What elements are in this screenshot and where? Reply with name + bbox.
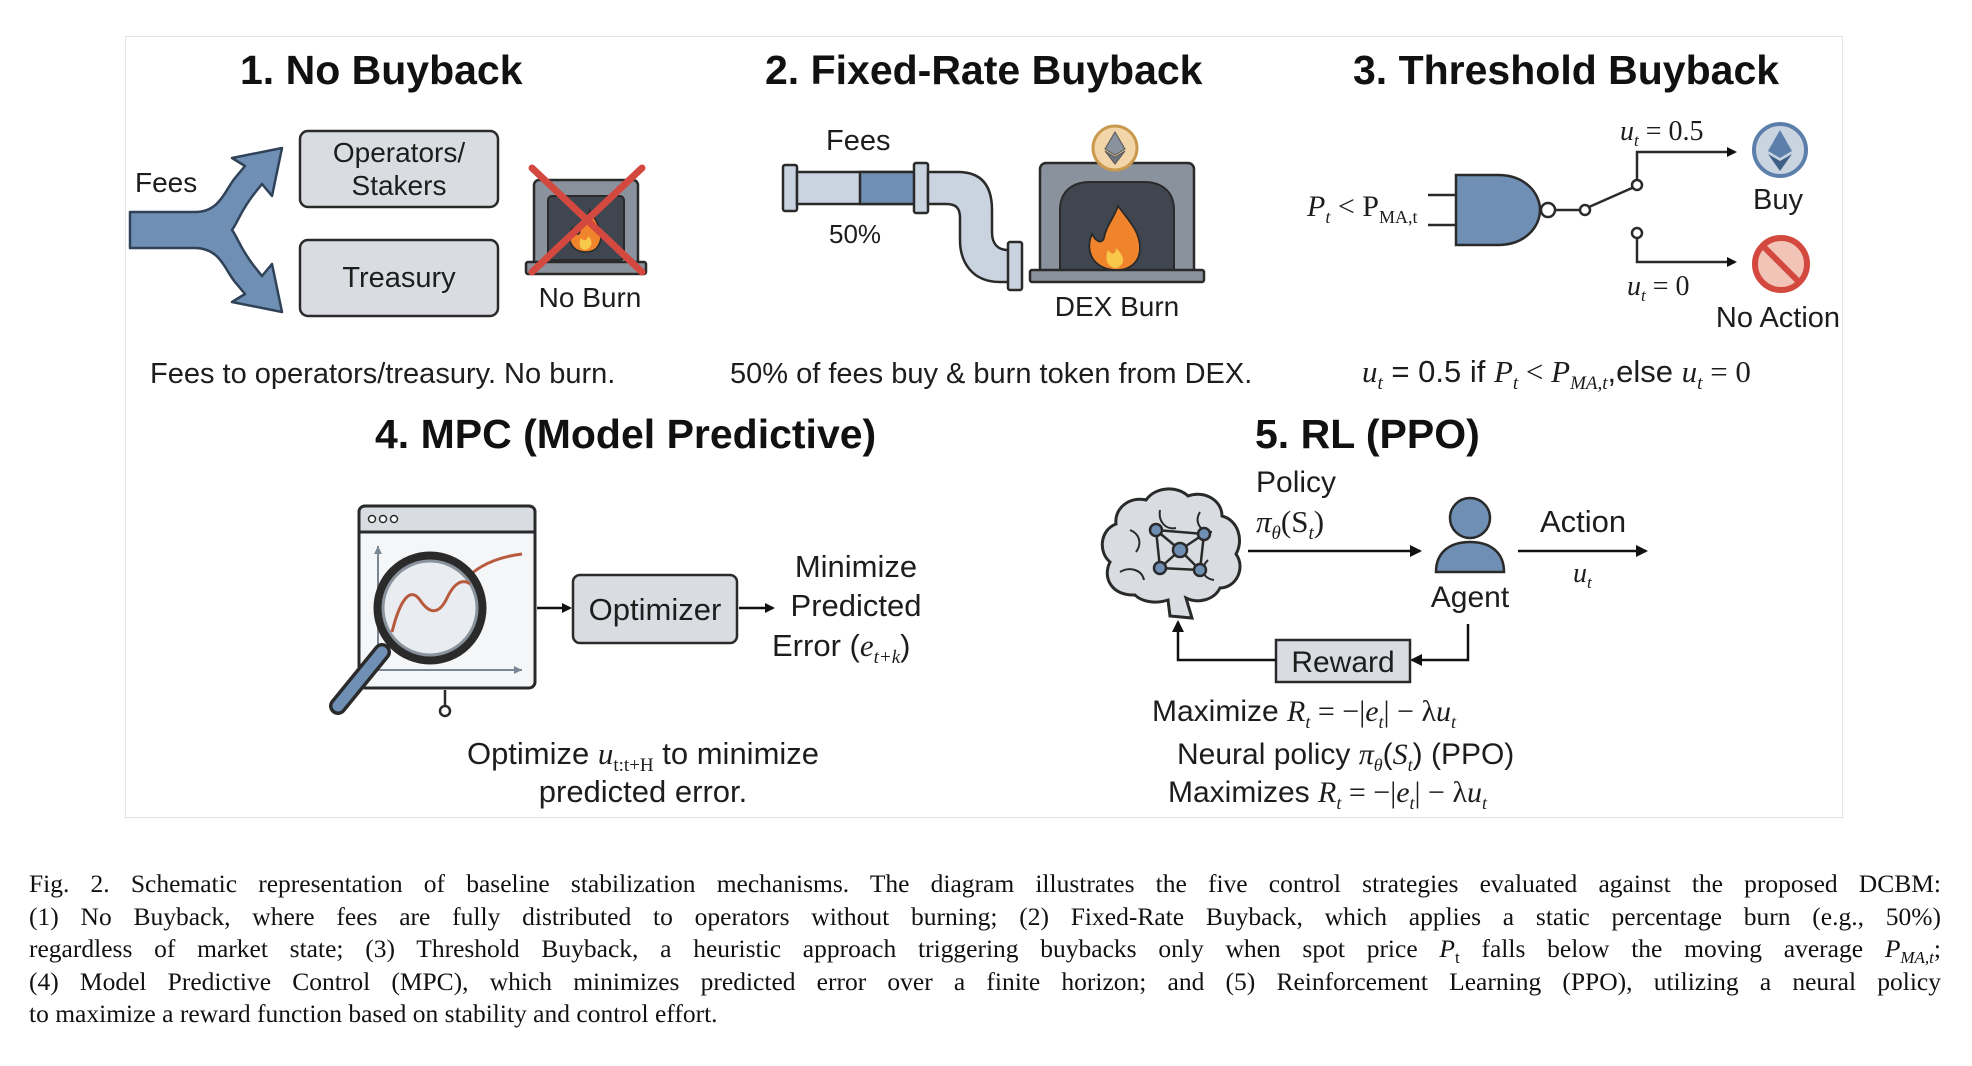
panel2-title: 2. Fixed-Rate Buyback — [765, 47, 1203, 93]
operators-box — [298, 129, 500, 209]
panel3-title: 3. Threshold Buyback — [1353, 47, 1779, 93]
maximize-line: Maximize Rt = −|et| − λut — [1152, 695, 1457, 732]
eth-coin-icon — [1752, 122, 1808, 178]
percent-label: 50% — [829, 219, 881, 249]
panel-rl-ppo: 5. RL (PPO) Policy πθ(St) — [1100, 411, 1648, 813]
treasury-label: Treasury — [342, 262, 456, 294]
diagram-canvas: 1. No Buyback Fees Operators/ Stakers Tr… — [128, 47, 1840, 813]
magnifier-icon — [329, 551, 487, 718]
action-u: ut — [1573, 558, 1593, 592]
agent-icon — [1434, 496, 1506, 574]
operators-label-1: Operators/ — [333, 137, 465, 168]
reward-label: Reward — [1291, 646, 1394, 679]
panel2-description: 50% of fees buy & burn token from DEX. — [730, 358, 1252, 390]
optimizer-box — [571, 573, 739, 645]
u-none-label: ut = 0 — [1627, 271, 1690, 305]
policy-label: Policy — [1256, 466, 1336, 499]
no-burn-label: No Burn — [539, 282, 642, 313]
caption-line-3: regardless of market state; (3) Threshol… — [29, 934, 1942, 968]
fire-icon — [1088, 204, 1141, 271]
maximizes-line: Maximizes Rt = −|et| − λut — [1168, 776, 1488, 813]
minimize-line-1: Minimize — [795, 549, 917, 584]
reward-arrow-out — [1172, 620, 1276, 662]
panel4-description-2: predicted error. — [539, 774, 748, 809]
coin-icon — [1091, 124, 1139, 172]
figure-caption: Fig. 2. Schematic representation of base… — [29, 868, 1941, 1031]
buy-label: Buy — [1753, 184, 1803, 216]
fees-pipe-label: Fees — [826, 125, 890, 157]
and-gate-icon — [1428, 173, 1580, 247]
panel-threshold-buyback: 3. Threshold Buyback Pt < PMA,t ut = 0.5 — [1306, 47, 1840, 394]
reward-box — [1274, 638, 1412, 684]
panel1-description: Fees to operators/treasury. No burn. — [150, 358, 615, 390]
brain-icon — [1100, 487, 1242, 620]
prohibited-icon — [1752, 235, 1810, 293]
action-label: Action — [1540, 504, 1626, 539]
no-action-label: No Action — [1716, 302, 1840, 334]
panel5-title: 5. RL (PPO) — [1255, 411, 1480, 457]
switch-icon — [1578, 147, 1737, 267]
fees-label: Fees — [135, 167, 197, 198]
treasury-box — [298, 238, 500, 318]
caption-line-4: (4) Model Predictive Control (MPC), whic… — [29, 966, 1941, 996]
reward-arrow-in — [1410, 624, 1470, 666]
panel-no-buyback: 1. No Buyback Fees Operators/ Stakers Tr… — [128, 47, 648, 390]
agent-label: Agent — [1431, 581, 1510, 614]
minimize-line-3: Error (et+k) — [772, 628, 910, 668]
panel-mpc: 4. MPC (Model Predictive) — [329, 411, 922, 809]
optimizer-label: Optimizer — [589, 592, 722, 627]
threshold-condition: Pt < PMA,t — [1306, 190, 1417, 227]
panel4-title: 4. MPC (Model Predictive) — [375, 411, 876, 457]
minimize-line-2: Predicted — [791, 588, 922, 623]
panel1-title: 1. No Buyback — [240, 47, 523, 93]
operators-label-2: Stakers — [352, 170, 447, 201]
u-buy-label: ut = 0.5 — [1620, 116, 1704, 150]
split-arrow-icon — [128, 146, 284, 314]
pipe-icon — [781, 161, 1024, 292]
policy-formula: πθ(St) — [1256, 504, 1324, 544]
caption-line-1: Fig. 2. Schematic representation of base… — [29, 869, 1941, 898]
threshold-rule: ut = 0.5 if Pt < PMA,t,else ut = 0 — [1362, 354, 1751, 394]
panel-fixed-rate-buyback: 2. Fixed-Rate Buyback Fees 50% — [730, 47, 1252, 390]
caption-line-5: to maximize a reward function based on s… — [29, 999, 718, 1028]
neural-policy-line: Neural policy πθ(St) (PPO) — [1177, 738, 1514, 775]
dex-burn-label: DEX Burn — [1055, 291, 1180, 322]
caption-line-2: (1) No Buyback, where fees are fully dis… — [29, 901, 1941, 931]
cross-icon — [528, 164, 646, 276]
panel4-description-1: Optimize ut:t+H to minimize — [467, 736, 819, 776]
